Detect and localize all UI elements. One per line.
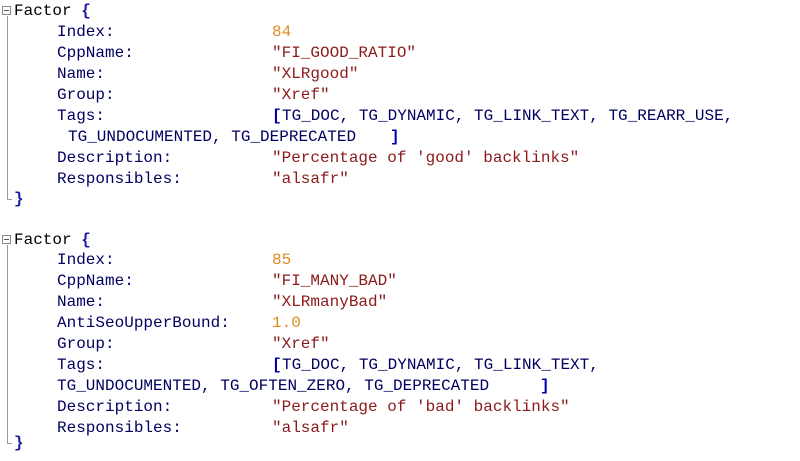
close-brace: }	[14, 434, 24, 452]
open-brace: {	[81, 2, 91, 20]
tags-list: TG_UNDOCUMENTED, TG_DEPRECATED	[68, 128, 357, 146]
field-key: Group:	[57, 335, 115, 353]
field-value: "Percentage of 'good' backlinks"	[272, 149, 580, 167]
field-key: AntiSeoUpperBound:	[57, 314, 230, 332]
field-value: "FI_MANY_BAD"	[272, 272, 397, 290]
tags-close-bracket: ]	[540, 377, 550, 395]
fold-toggle-icon[interactable]	[2, 6, 11, 15]
field-key: Responsibles:	[57, 170, 182, 188]
factor-keyword: Factor	[14, 231, 72, 249]
field-value: 85	[272, 251, 292, 269]
factor-header: Factor {	[14, 1, 91, 21]
tags-close-bracket: ]	[390, 128, 400, 146]
field-key: Tags:	[57, 107, 106, 125]
field-value: "alsafr"	[272, 419, 349, 437]
field-key: CppName:	[57, 44, 134, 62]
field-key: Tags:	[57, 356, 106, 374]
field-key: Index:	[57, 23, 115, 41]
field-value: "Xref"	[272, 86, 330, 104]
field-value: "alsafr"	[272, 170, 349, 188]
fold-guide	[7, 245, 8, 443]
factor-header: Factor {	[14, 230, 91, 250]
close-brace: }	[14, 190, 24, 208]
field-key: Index:	[57, 251, 115, 269]
field-key: Description:	[57, 398, 173, 416]
field-key: CppName:	[57, 272, 134, 290]
field-value: 1.0	[272, 314, 301, 332]
field-value: "FI_GOOD_RATIO"	[272, 44, 417, 62]
field-value: 84	[272, 23, 292, 41]
tags-list: TG_DOC, TG_DYNAMIC, TG_LINK_TEXT,	[282, 356, 599, 374]
field-key: Name:	[57, 65, 106, 83]
field-key: Group:	[57, 86, 115, 104]
field-value: "XLRmanyBad"	[272, 293, 388, 311]
fold-guide	[7, 16, 8, 199]
tags-list: TG_DOC, TG_DYNAMIC, TG_LINK_TEXT, TG_REA…	[282, 107, 734, 125]
factor-footer: }	[14, 433, 24, 453]
fold-end-marker	[7, 443, 12, 444]
tags-list: TG_UNDOCUMENTED, TG_OFTEN_ZERO, TG_DEPRE…	[57, 377, 490, 395]
tags-open-bracket: [	[272, 356, 282, 374]
field-key: Name:	[57, 293, 106, 311]
fold-toggle-icon[interactable]	[2, 235, 11, 244]
tags-open-bracket: [	[272, 107, 282, 125]
field-value: "XLRgood"	[272, 65, 359, 83]
field-value: "Percentage of 'bad' backlinks"	[272, 398, 570, 416]
field-value: "Xref"	[272, 335, 330, 353]
fold-end-marker	[7, 199, 12, 200]
open-brace: {	[81, 231, 91, 249]
field-key: Description:	[57, 149, 173, 167]
field-key: Responsibles:	[57, 419, 182, 437]
factor-keyword: Factor	[14, 2, 72, 20]
factor-footer: }	[14, 189, 24, 209]
